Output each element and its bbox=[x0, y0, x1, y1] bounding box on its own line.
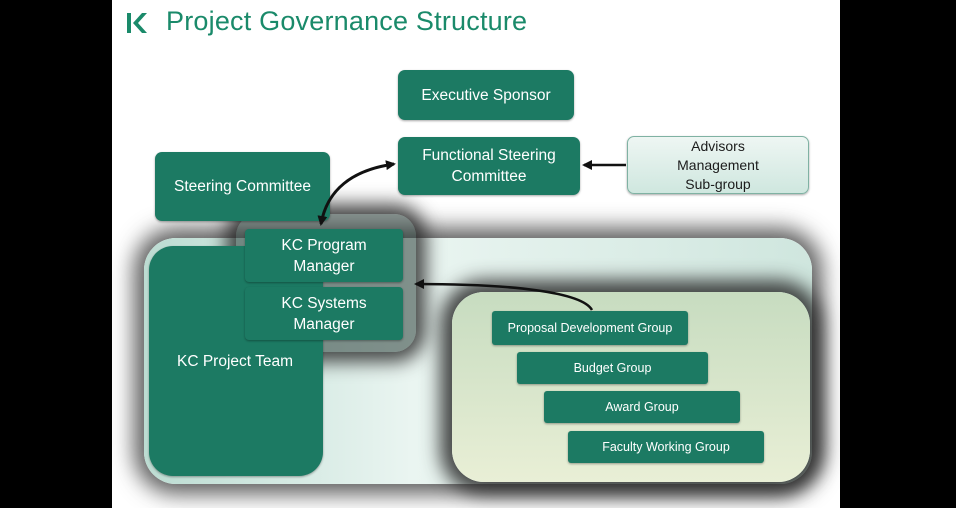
executive-sponsor-label: Executive Sponsor bbox=[421, 86, 551, 104]
steering-committee-box: Steering Committee bbox=[155, 152, 330, 221]
kc-systems-manager-label: KC Systems Manager bbox=[281, 294, 367, 333]
budget-group-label: Budget Group bbox=[573, 360, 652, 375]
page-title: Project Governance Structure bbox=[166, 6, 528, 36]
proposal-development-group-label: Proposal Development Group bbox=[507, 320, 673, 335]
kc-program-manager-label: KC Program Manager bbox=[281, 236, 367, 275]
faculty-working-group-label: Faculty Working Group bbox=[602, 439, 730, 454]
kc-program-manager-box: KC Program Manager bbox=[245, 229, 403, 282]
kc-project-team-box: KC Project Team bbox=[149, 246, 323, 476]
advisors-box: Advisors Management Sub-group bbox=[627, 136, 809, 194]
budget-group-box: Budget Group bbox=[517, 352, 708, 384]
kc-systems-manager-box: KC Systems Manager bbox=[245, 287, 403, 340]
advisors-label: Advisors Management Sub-group bbox=[677, 137, 759, 192]
proposal-to-program-manager-arrow bbox=[414, 279, 594, 311]
award-group-label: Award Group bbox=[605, 399, 679, 414]
fsc-to-program-manager-arrow bbox=[317, 160, 396, 226]
functional-steering-committee-label: Functional Steering Committee bbox=[422, 147, 556, 185]
faculty-working-group-box: Faculty Working Group bbox=[568, 431, 764, 463]
connectors bbox=[317, 160, 626, 311]
functional-steering-committee-box: Functional Steering Committee bbox=[398, 137, 580, 195]
proposal-development-group-box: Proposal Development Group bbox=[492, 311, 688, 345]
steering-committee-label: Steering Committee bbox=[174, 178, 311, 195]
k-logo-icon bbox=[127, 13, 147, 33]
kc-project-team-label: KC Project Team bbox=[177, 352, 294, 370]
slide: Project Governance Structure Executive S… bbox=[112, 0, 840, 508]
executive-sponsor-box: Executive Sponsor bbox=[398, 70, 574, 120]
award-group-box: Award Group bbox=[544, 391, 740, 423]
